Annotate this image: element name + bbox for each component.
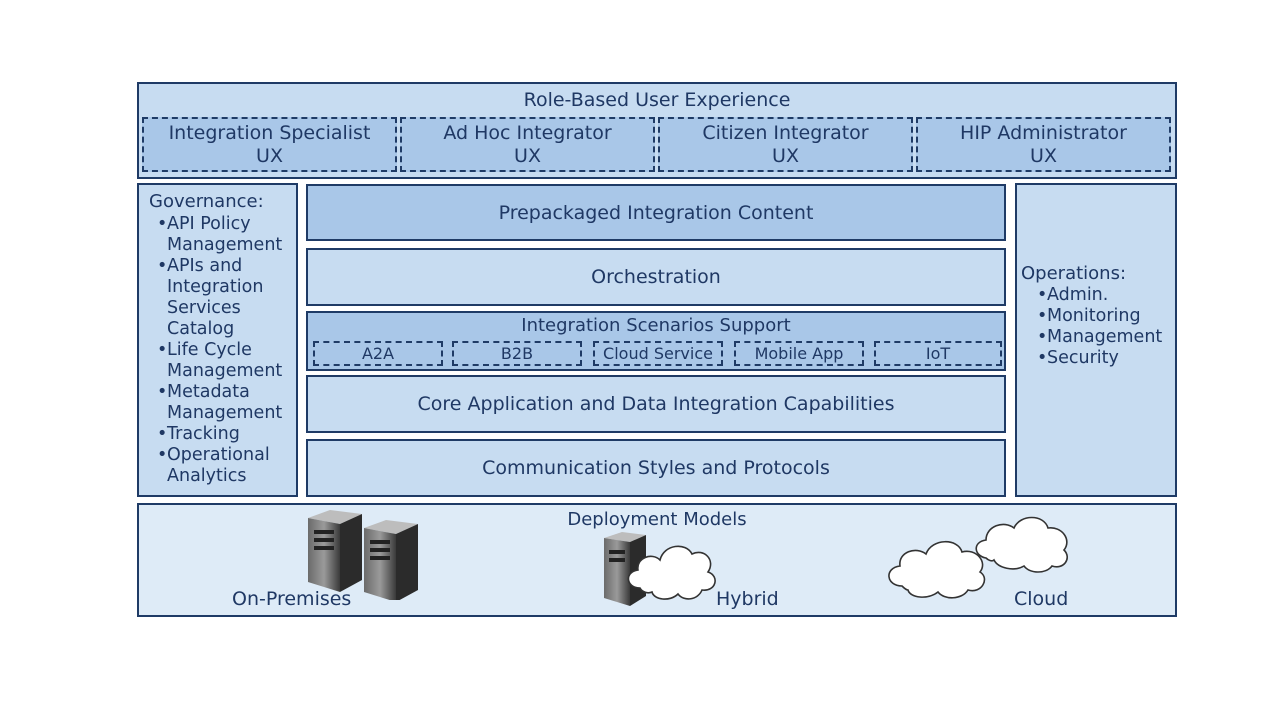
role-citizen-integrator: Citizen Integrator UX [658, 117, 913, 172]
role-ad-hoc-integrator: Ad Hoc Integrator UX [400, 117, 655, 172]
role-integration-specialist: Integration Specialist UX [142, 117, 397, 172]
list-item: API Policy Management [149, 214, 292, 256]
role-label: HIP Administrator [960, 121, 1127, 144]
list-item: Security [1029, 348, 1175, 369]
scenarios-title: Integration Scenarios Support [521, 315, 791, 336]
list-item: Monitoring [1029, 306, 1175, 327]
core-layer: Core Application and Data Integration Ca… [306, 375, 1006, 433]
role-hip-administrator: HIP Administrator UX [916, 117, 1171, 172]
scenario-a2a: A2A [313, 341, 443, 366]
deployment-title: Deployment Models [567, 509, 747, 530]
list-item: Operational Analytics [149, 445, 292, 487]
orchestration-layer: Orchestration [306, 248, 1006, 306]
role-label: Citizen Integrator [702, 121, 869, 144]
list-item: Metadata Management [149, 382, 292, 424]
list-item: Management [1029, 327, 1175, 348]
governance-title: Governance: [149, 191, 264, 212]
list-item: Admin. [1029, 285, 1175, 306]
ux-title: Role-Based User Experience [523, 89, 791, 111]
deployment-hybrid-label: Hybrid [716, 588, 779, 610]
list-item: Tracking [149, 424, 292, 445]
list-item: Life Cycle Management [149, 340, 292, 382]
prepackaged-layer: Prepackaged Integration Content [306, 184, 1006, 241]
deployment-on-premises-label: On-Premises [232, 588, 352, 610]
role-label-ux: UX [514, 144, 541, 167]
role-label: Integration Specialist [168, 121, 371, 144]
role-label-ux: UX [1030, 144, 1057, 167]
scenario-iot: IoT [874, 341, 1002, 366]
scenario-mobile-app: Mobile App [734, 341, 864, 366]
on-premises-servers-icon [308, 510, 418, 600]
communication-layer: Communication Styles and Protocols [306, 439, 1006, 497]
operations-list: Admin. Monitoring Management Security [1029, 285, 1175, 369]
operations-title: Operations: [1021, 263, 1127, 284]
role-label-ux: UX [772, 144, 799, 167]
hybrid-server-cloud-icon [604, 532, 716, 606]
governance-list: API Policy Management APIs and Integrati… [149, 214, 292, 487]
cloud-icon [888, 516, 1068, 599]
governance-panel: Governance: API Policy Management APIs a… [137, 183, 298, 497]
list-item: APIs and Integration Services Catalog [149, 256, 292, 340]
scenario-b2b: B2B [452, 341, 582, 366]
scenario-cloud-service: Cloud Service [593, 341, 723, 366]
role-label-ux: UX [256, 144, 283, 167]
role-label: Ad Hoc Integrator [443, 121, 612, 144]
deployment-cloud-label: Cloud [1014, 588, 1069, 610]
operations-panel: Operations: Admin. Monitoring Management… [1015, 183, 1177, 497]
